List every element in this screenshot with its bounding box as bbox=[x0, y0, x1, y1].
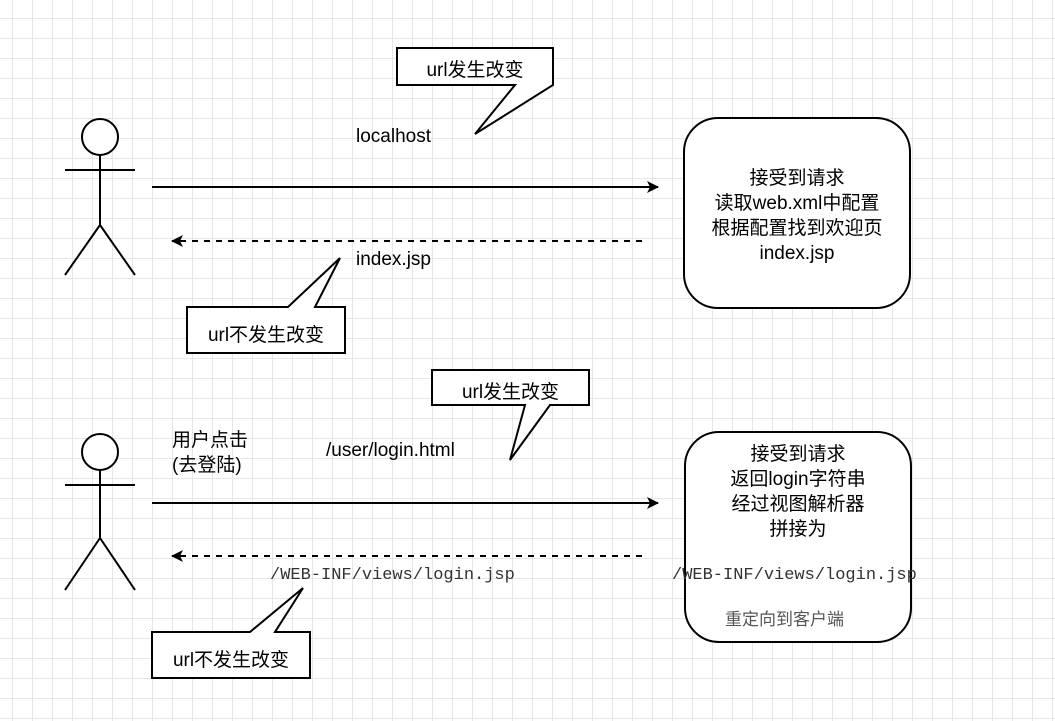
server-line: 读取web.xml中配置 bbox=[714, 193, 880, 214]
request-label-1: localhost bbox=[356, 126, 431, 147]
callout-text-unchanged-1: url不发生改变 bbox=[207, 325, 325, 346]
callout-text-changed-1: url发生改变 bbox=[426, 60, 524, 81]
user-actor-2 bbox=[64, 433, 136, 591]
server-box-2 bbox=[684, 431, 912, 643]
request-label-2: /user/login.html bbox=[326, 440, 455, 461]
response-label-1: index.jsp bbox=[356, 249, 431, 270]
server-line: index.jsp bbox=[759, 243, 835, 264]
server-line: 返回login字符串 bbox=[730, 469, 866, 490]
callout-text-unchanged-2: url不发生改变 bbox=[172, 650, 290, 671]
server-box-1 bbox=[683, 117, 911, 309]
user-action-line: 用户点击 bbox=[172, 430, 249, 451]
server-line: 根据配置找到欢迎页 bbox=[711, 218, 883, 239]
callout-url-changed-2 bbox=[431, 369, 590, 461]
server-text-1: 接受到请求 读取web.xml中配置 根据配置找到欢迎页 index.jsp bbox=[684, 166, 910, 266]
server-line: 拼接为 bbox=[769, 519, 827, 540]
user-action-label: 用户点击 (去登陆) bbox=[172, 428, 248, 478]
server-line: 接受到请求 bbox=[749, 168, 845, 189]
server-text-2: 接受到请求 返回login字符串 经过视图解析器 拼接为 bbox=[685, 442, 911, 542]
server-path-label: /WEB-INF/views/login.jsp bbox=[672, 566, 917, 585]
user-action-line: (去登陆) bbox=[172, 455, 242, 476]
user-actor-1 bbox=[64, 118, 136, 276]
callout-url-unchanged-2 bbox=[151, 587, 311, 679]
server-note-label: 重定向到客户端 bbox=[725, 610, 844, 630]
server-line: 经过视图解析器 bbox=[731, 494, 865, 515]
response-label-2: /WEB-INF/views/login.jsp bbox=[270, 566, 515, 585]
callout-url-unchanged-1 bbox=[186, 257, 346, 354]
server-line: 接受到请求 bbox=[750, 444, 846, 465]
callout-url-changed-1 bbox=[396, 47, 554, 135]
callout-text-changed-2: url发生改变 bbox=[461, 382, 560, 403]
